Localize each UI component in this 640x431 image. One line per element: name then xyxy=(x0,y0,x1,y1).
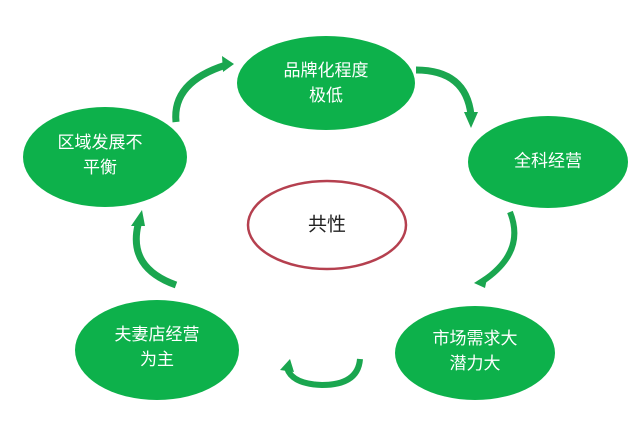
node-bottom-right-line-2: 潜力大 xyxy=(449,354,501,374)
node-top-shape xyxy=(237,36,415,130)
node-left-line-2: 平衡 xyxy=(83,158,117,178)
node-right-label: 全科经营 xyxy=(514,150,582,175)
arrow-bottom-right-to-bottom-left xyxy=(280,358,363,389)
node-left-line-1: 区域发展不 xyxy=(57,133,143,153)
center-text: 共性 xyxy=(307,213,347,236)
arrow-right-to-bottom-right xyxy=(474,210,518,288)
node-top-line-2: 极低 xyxy=(309,86,343,106)
arrow-bottom-left-to-left xyxy=(131,210,178,289)
node-bottom-right-shape xyxy=(395,306,555,400)
node-right-line-1: 全科经营 xyxy=(514,151,582,172)
node-top-label: 品牌化程度 极低 xyxy=(284,59,369,109)
node-bottom-left-line-1: 夫妻店经营 xyxy=(114,325,200,345)
arrow-left-to-top xyxy=(172,56,234,123)
node-bottom-right-line-1: 市场需求大 xyxy=(432,329,518,349)
node-bottom-right-label: 市场需求大 潜力大 xyxy=(433,327,518,377)
node-top-line-1: 品牌化程度 xyxy=(283,61,369,81)
node-bottom-left-line-2: 为主 xyxy=(140,350,174,370)
node-left-label: 区域发展不 平衡 xyxy=(58,131,143,181)
node-left-shape xyxy=(23,107,187,207)
node-bottom-left-shape xyxy=(75,300,239,400)
node-right-shape xyxy=(468,116,628,208)
center-shape xyxy=(246,179,408,271)
center-label: 共性 xyxy=(308,213,346,238)
node-bottom-left-label: 夫妻店经营 为主 xyxy=(115,323,200,373)
arrow-top-to-right xyxy=(415,66,478,128)
